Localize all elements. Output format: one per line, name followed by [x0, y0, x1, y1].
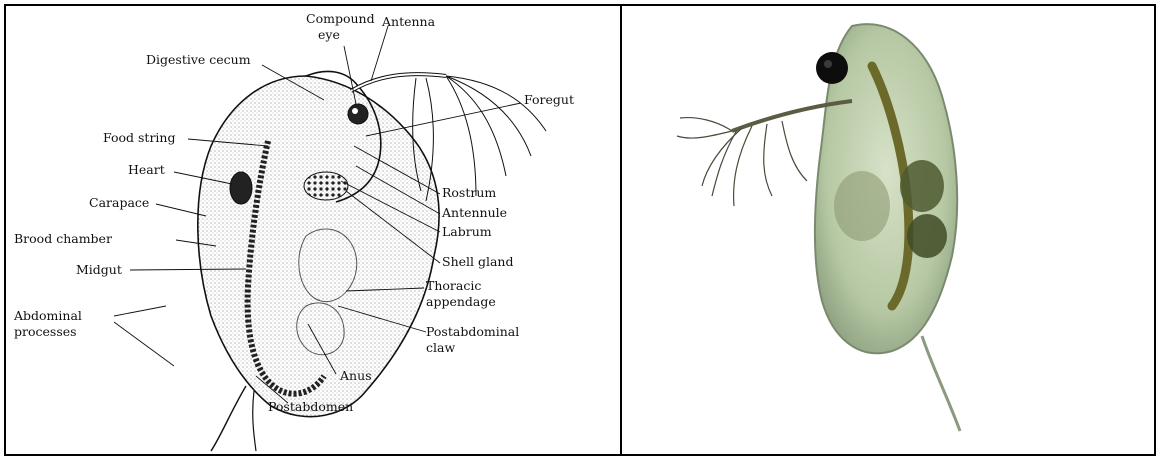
label-labrum: Labrum	[442, 224, 492, 239]
label-anus: Anus	[339, 368, 372, 383]
label-antennule: Antennule	[441, 205, 507, 220]
label-rostrum: Rostrum	[442, 185, 496, 200]
label-thoracic-appendage: Thoracic	[426, 278, 481, 293]
label-compound-eye: Compound	[306, 11, 375, 26]
label-heart: Heart	[128, 162, 165, 177]
label-postabdominal-claw: Postabdominal	[426, 324, 519, 339]
label-postabdomen: Postabdomen	[268, 399, 353, 414]
label-shell-gland: Shell gland	[442, 254, 513, 269]
label-abdominal-processes: Abdominal	[13, 308, 82, 323]
label-postabdominal-claw-2: claw	[426, 340, 455, 355]
daphnia-diagram: Compound eye Antenna Digestive cecum For…	[6, 6, 620, 454]
shell-gland-shape	[304, 172, 348, 200]
heart-shape	[230, 172, 252, 204]
label-midgut: Midgut	[76, 262, 122, 277]
photo-brood-1	[900, 160, 944, 212]
micrograph-panel	[622, 6, 1154, 454]
label-brood-chamber: Brood chamber	[14, 231, 112, 246]
label-abdominal-processes-2: processes	[14, 324, 77, 339]
label-antenna: Antenna	[381, 14, 436, 29]
photo-tail-spine	[922, 336, 960, 431]
antenna-arm	[351, 74, 446, 91]
compound-eye-shape	[348, 104, 368, 124]
anatomy-diagram-panel: Compound eye Antenna Digestive cecum For…	[6, 6, 620, 454]
daphnia-photo	[622, 6, 1154, 454]
label-compound-eye-2: eye	[318, 27, 340, 42]
label-digestive-cecum: Digestive cecum	[146, 52, 251, 67]
label-foregut: Foregut	[524, 92, 574, 107]
photo-eye	[816, 52, 848, 84]
photo-brood-2	[907, 214, 947, 258]
label-thoracic-appendage-2: appendage	[426, 294, 496, 309]
tail-spine	[211, 386, 246, 451]
label-carapace: Carapace	[89, 195, 149, 210]
label-food-string: Food string	[103, 130, 175, 145]
photo-antenna-setae	[677, 118, 807, 206]
carapace-outline	[198, 76, 439, 417]
